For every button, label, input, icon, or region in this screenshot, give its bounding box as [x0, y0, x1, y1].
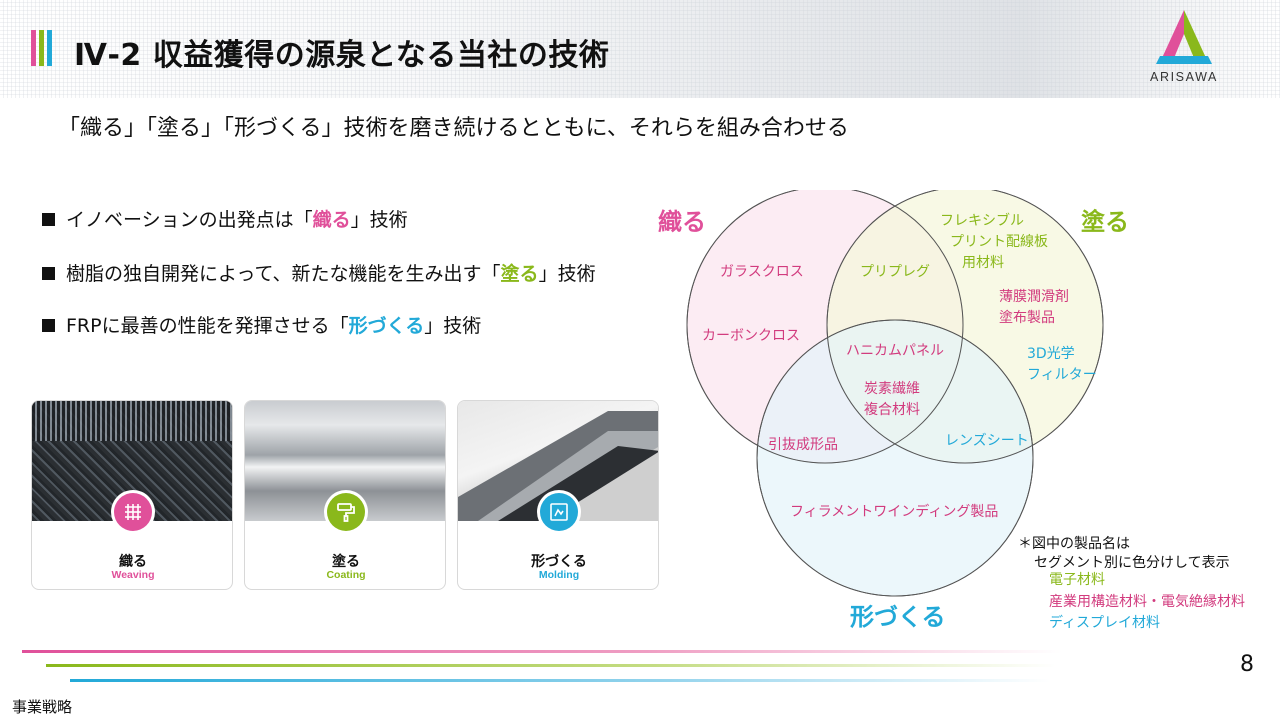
legend-electronic: 電子材料	[1049, 572, 1105, 588]
bullet-text: 」技術	[424, 315, 482, 337]
section-label: 事業戦略	[12, 698, 73, 716]
bullet-mold: FRPに最善の性能を発揮させる「形づくる」技術	[42, 311, 481, 338]
square-bullet-icon	[42, 319, 55, 332]
title-accent-bars	[31, 30, 61, 66]
venn-label-mold: 形づくる	[850, 603, 946, 631]
footer-line-pink	[22, 650, 1062, 653]
card-weaving: 織る Weaving	[31, 400, 233, 590]
product-prepreg: プリプレグ	[860, 264, 930, 280]
legend-display: ディスプレイ材料	[1049, 615, 1161, 631]
card-title: 塗る	[332, 554, 360, 570]
badge	[537, 490, 581, 534]
card-title: 織る	[119, 554, 147, 570]
header-band	[0, 0, 1280, 98]
woven-grid-icon	[114, 493, 152, 531]
mold-shape-icon	[540, 493, 578, 531]
card-title: 形づくる	[531, 554, 587, 570]
product-honeycomb: ハニカムパネル	[846, 343, 944, 359]
molding-photo	[458, 401, 658, 521]
legend-industrial: 産業用構造材料・電気絶縁材料	[1049, 594, 1245, 610]
card-subtitle: Molding	[538, 569, 580, 581]
product-fpc-line3: 用材料	[962, 255, 1004, 271]
venn-diagram	[686, 190, 1104, 597]
note-line2: セグメント別に色分けして表示	[1034, 555, 1230, 571]
logo-text: ARISAWA	[1150, 70, 1218, 84]
venn-label-weave: 織る	[658, 208, 706, 236]
product-glass-cloth: ガラスクロス	[720, 264, 804, 280]
bullet-highlight: 織る	[312, 209, 351, 231]
card-molding: 形づくる Molding	[457, 400, 659, 590]
badge	[111, 490, 155, 534]
footer-line-blue	[70, 679, 1050, 682]
product-lubricant-line1: 薄膜潤滑剤	[999, 289, 1069, 305]
square-bullet-icon	[42, 267, 55, 280]
bullet-coat: 樹脂の独自開発によって、新たな機能を生み出す「塗る」技術	[42, 259, 596, 286]
subtitle: 「織る」「塗る」「形づくる」技術を磨き続けるとともに、それらを組み合わせる	[58, 116, 849, 141]
bullet-text: FRPに最善の性能を発揮させる「	[66, 315, 349, 337]
venn-label-coat: 塗る	[1081, 208, 1129, 236]
product-optical-line1: 3D光学	[1027, 346, 1075, 362]
card-subtitle: Weaving	[111, 569, 155, 581]
product-cfrp-line1: 炭素繊維	[864, 381, 920, 397]
card-coating: 塗る Coating	[244, 400, 446, 590]
product-cfrp-line2: 複合材料	[864, 402, 920, 418]
venn-circle-mold	[756, 319, 1034, 597]
square-bullet-icon	[42, 213, 55, 226]
badge	[324, 490, 368, 534]
footer-line-green	[46, 664, 1056, 667]
paint-roller-icon	[327, 493, 365, 531]
product-pultrusion: 引抜成形品	[768, 437, 838, 453]
bullet-text: 」技術	[538, 263, 596, 285]
bullet-text: 樹脂の独自開発によって、新たな機能を生み出す「	[66, 263, 501, 285]
product-filament-winding: フィラメントワインディング製品	[790, 504, 999, 520]
bullet-weave: イノベーションの出発点は「織る」技術	[42, 205, 408, 232]
bullet-highlight: 塗る	[500, 263, 539, 285]
product-lens-sheet: レンズシート	[945, 433, 1029, 449]
product-fpc-line1: フレキシブル	[940, 213, 1024, 229]
bullet-text: 」技術	[350, 209, 408, 231]
page-title: Ⅳ-2 収益獲得の源泉となる当社の技術	[74, 38, 610, 73]
product-carbon-cloth: カーボンクロス	[702, 328, 800, 344]
bullet-highlight: 形づくる	[348, 315, 425, 337]
legend-note: ＊図中の製品名は セグメント別に色分けして表示 電子材料 産業用構造材料・電気絶…	[1018, 535, 1245, 631]
page-number: 8	[1240, 652, 1254, 677]
arisawa-logo-icon	[1156, 10, 1212, 64]
product-fpc-line2: プリント配線板	[950, 234, 1048, 250]
card-subtitle: Coating	[326, 569, 366, 581]
bullet-text: イノベーションの出発点は「	[66, 209, 313, 231]
product-lubricant-line2: 塗布製品	[999, 310, 1055, 326]
product-optical-line2: フィルター	[1027, 367, 1097, 383]
note-line1: ＊図中の製品名は	[1018, 536, 1130, 552]
